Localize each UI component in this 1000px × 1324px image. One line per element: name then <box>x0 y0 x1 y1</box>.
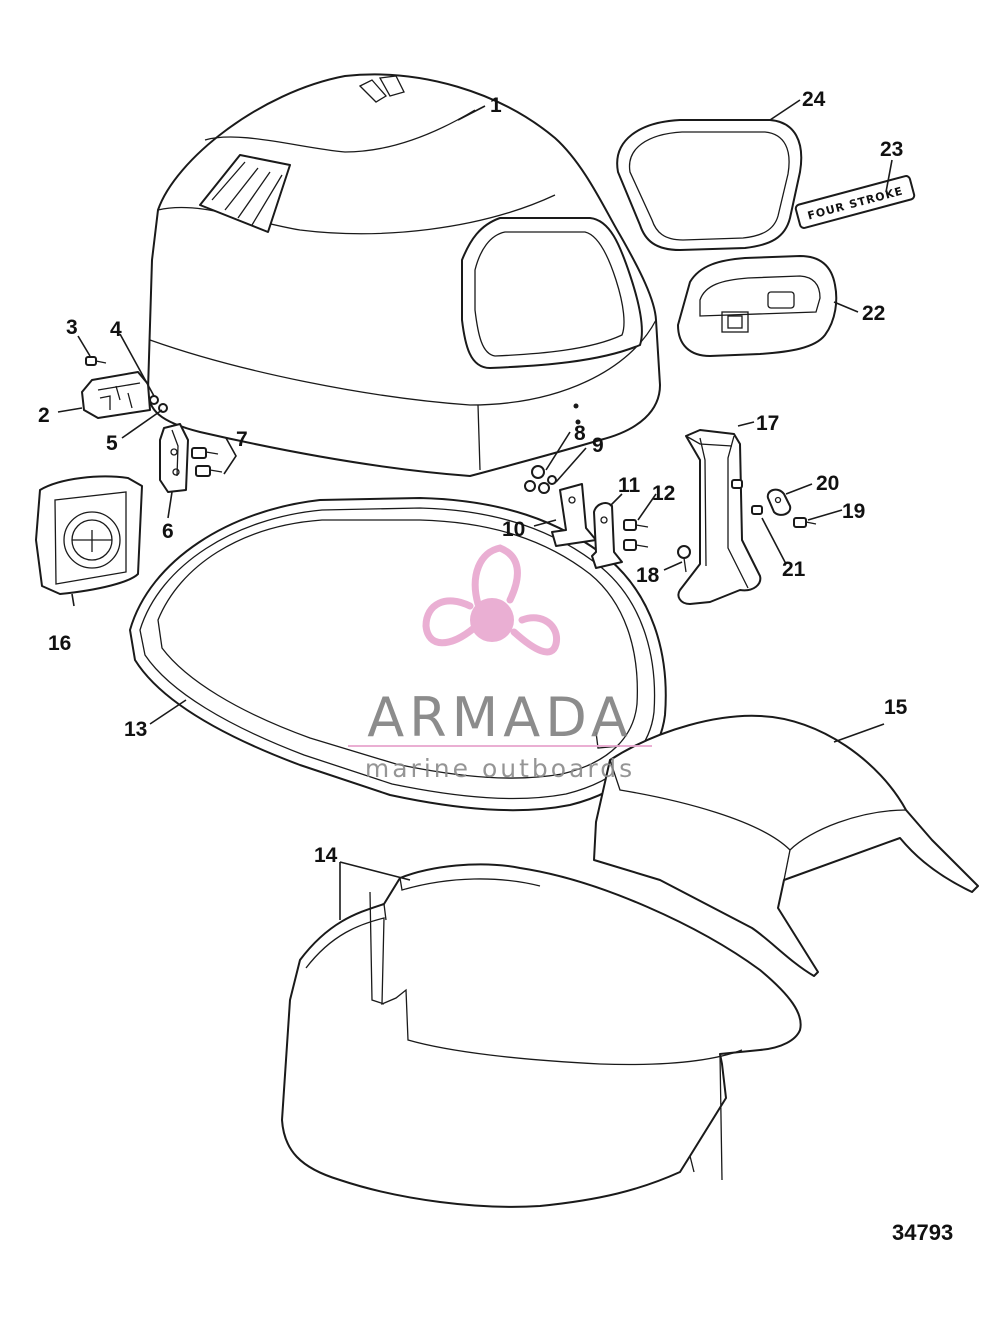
drawing-number: 34793 <box>892 1220 953 1245</box>
callout-2: 2 <box>38 404 50 427</box>
callout-7: 7 <box>236 428 248 451</box>
callout-labels: 1 2 3 4 5 6 7 8 9 10 11 12 13 14 15 16 1… <box>38 88 908 867</box>
brand-tagline: marine outboards <box>365 754 635 783</box>
callout-20: 20 <box>816 472 839 495</box>
screws-7 <box>191 447 223 477</box>
armada-watermark: ARMADA marine outboards <box>348 544 652 783</box>
bolts-12 <box>623 519 649 551</box>
callout-11: 11 <box>618 474 641 497</box>
callout-23: 23 <box>880 138 903 161</box>
hinge-bracket-11 <box>591 502 623 569</box>
callout-21: 21 <box>782 558 806 581</box>
callout-6: 6 <box>162 520 174 543</box>
callout-19: 19 <box>842 500 865 523</box>
cowl-seal-13 <box>129 497 667 812</box>
callout-10: 10 <box>502 518 525 541</box>
propeller-hub <box>470 598 514 642</box>
callout-4: 4 <box>110 318 122 341</box>
callout-5: 5 <box>106 432 118 455</box>
lower-cowl-14 <box>281 863 802 1208</box>
callout-22: 22 <box>862 302 885 325</box>
hinge-bracket-10 <box>551 483 597 547</box>
screw-3 <box>85 356 107 366</box>
callout-12: 12 <box>652 482 675 505</box>
callout-8: 8 <box>574 422 586 445</box>
hinge-bracket-6 <box>159 423 189 493</box>
badge-plate <box>677 255 838 357</box>
callout-18: 18 <box>636 564 660 587</box>
four-stroke-decal: FOUR STROKE <box>794 175 916 229</box>
window-seal <box>616 119 803 251</box>
leader-lines <box>57 99 893 920</box>
latch-cover-16 <box>35 475 143 595</box>
top-cowl <box>147 73 661 477</box>
callout-13: 13 <box>124 718 147 741</box>
nuts-8-9 <box>524 465 557 494</box>
callout-24: 24 <box>802 88 826 111</box>
propeller-logo <box>422 544 560 656</box>
callout-1: 1 <box>490 94 502 117</box>
latch-bracket <box>81 371 151 419</box>
brand-name: ARMADA <box>367 686 633 749</box>
screw-18 <box>677 545 691 573</box>
callout-3: 3 <box>66 316 78 339</box>
callout-14: 14 <box>314 844 338 867</box>
support-bracket-17 <box>677 429 762 605</box>
callout-15: 15 <box>884 696 908 719</box>
bolt-plate-19-21 <box>751 488 817 528</box>
callout-17: 17 <box>756 412 779 435</box>
callout-9: 9 <box>592 434 604 457</box>
lower-cowl-15 <box>593 714 979 977</box>
callout-16: 16 <box>48 632 71 655</box>
